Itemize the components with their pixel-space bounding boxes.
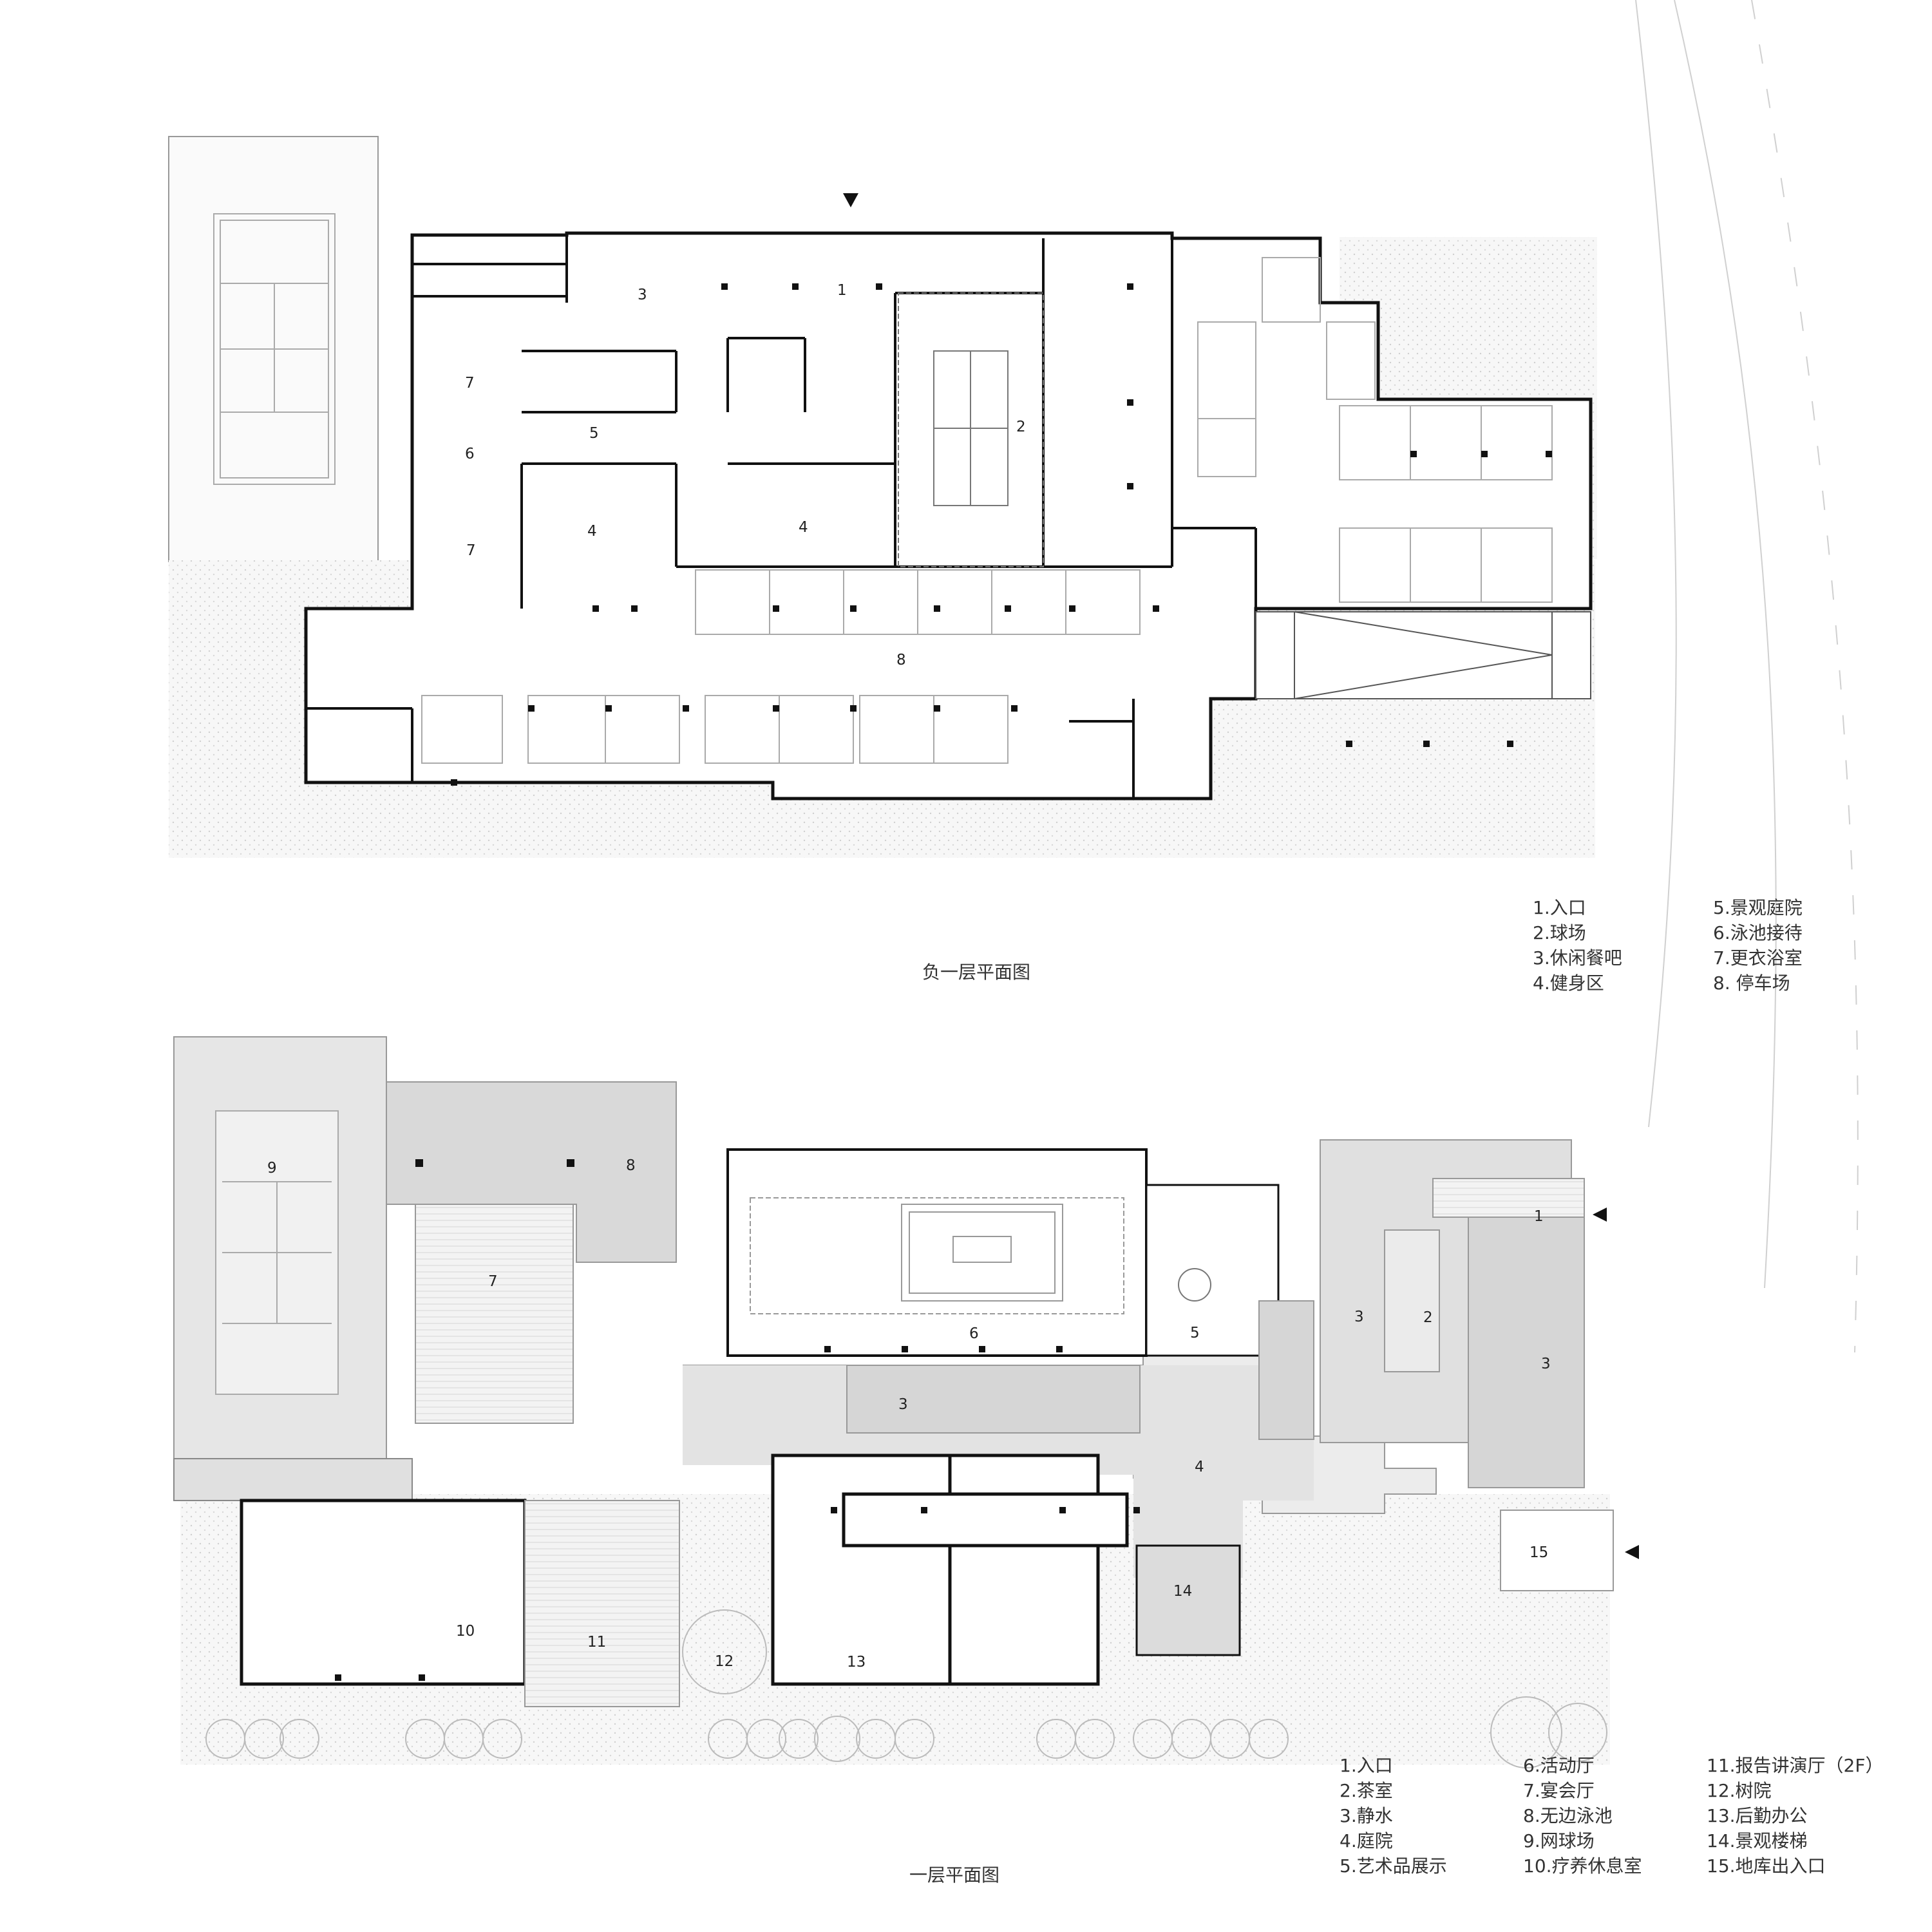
legend-item: 2.茶室	[1340, 1780, 1393, 1801]
basement-columns	[451, 283, 1552, 786]
tennis-court-basement	[213, 213, 336, 485]
still-water-3	[1468, 1217, 1585, 1488]
legend-item: 15.地库出入口	[1707, 1855, 1826, 1877]
room-number: 2	[1423, 1309, 1433, 1326]
landscape-stair	[1135, 1544, 1241, 1656]
banquet-hall	[415, 1204, 574, 1424]
basement-legend-col1: 1.入口 2.球场 3.休闲餐吧 4.健身区	[1533, 895, 1622, 996]
ground-legend-col1: 1.入口 2.茶室 3.静水 4.庭院 5.艺术品展示	[1340, 1753, 1447, 1879]
activity-hall	[726, 1148, 1148, 1357]
ground-entrance-arrow-icon	[1593, 1208, 1607, 1222]
basement-plan: 1 2 3 4 4 5 6 7 7 8	[168, 136, 1597, 858]
basement-ramp	[1255, 611, 1591, 699]
legend-item: 8. 停车场	[1713, 972, 1790, 994]
room-number: 11	[587, 1634, 606, 1651]
room-number: 9	[267, 1160, 277, 1177]
art-piece	[1178, 1268, 1211, 1302]
room-number: 3	[1354, 1309, 1364, 1325]
art-display-hall	[1145, 1184, 1280, 1357]
basement-walls	[306, 235, 1257, 799]
legend-item: 4.健身区	[1533, 972, 1604, 994]
legend-item: 8.无边泳池	[1523, 1805, 1613, 1826]
legend-item: 11.报告讲演厅（2F）	[1707, 1755, 1884, 1776]
garage-entrance-arrow-icon	[1625, 1545, 1639, 1559]
room-number: 8	[896, 652, 906, 668]
room-number: 13	[847, 1654, 866, 1671]
room-number: 10	[456, 1623, 475, 1640]
ground-walls	[240, 1454, 1129, 1686]
activity-hall-detail	[750, 1197, 1124, 1314]
legend-item: 14.景观楼梯	[1707, 1830, 1808, 1852]
ground-legend-col2: 6.活动厅 7.宴会厅 8.无边泳池 9.网球场 10.疗养休息室	[1523, 1753, 1642, 1879]
basement-legend-col2: 5.景观庭院 6.泳池接待 7.更衣浴室 8. 停车场	[1713, 895, 1803, 996]
room-number: 7	[488, 1273, 498, 1290]
basement-court	[898, 292, 1044, 567]
basement-plan-title: 负一层平面图	[922, 961, 1031, 983]
legend-item: 3.休闲餐吧	[1533, 947, 1622, 969]
room-number: 7	[465, 375, 475, 392]
room-number: 4	[799, 519, 808, 536]
legend-item: 5.艺术品展示	[1340, 1855, 1447, 1877]
room-number: 12	[715, 1653, 734, 1670]
room-number: 6	[465, 446, 475, 462]
legend-item: 1.入口	[1340, 1755, 1393, 1776]
legend-item: 2.球场	[1533, 922, 1586, 943]
room-number: 14	[1173, 1583, 1192, 1600]
room-number: 1	[1534, 1208, 1544, 1225]
trees	[205, 1696, 1607, 1768]
room-number: 4	[587, 523, 597, 540]
tennis-court-ground	[215, 1110, 339, 1395]
ground-room-numbers: 1 2 3 3 3 4 5 6 7 8 9 10 11 12 13 14 15	[267, 1157, 1551, 1671]
room-number: 7	[466, 542, 476, 559]
ground-plan-title: 一层平面图	[909, 1864, 1000, 1886]
room-number: 6	[969, 1325, 979, 1342]
legend-item: 7.宴会厅	[1523, 1780, 1595, 1801]
room-number: 8	[626, 1157, 636, 1174]
legend-item: 5.景观庭院	[1713, 897, 1803, 918]
legend-item: 4.庭院	[1340, 1830, 1393, 1852]
legend-item: 10.疗养休息室	[1523, 1855, 1642, 1877]
room-number: 5	[589, 425, 599, 442]
room-number: 4	[1195, 1459, 1204, 1475]
legend-item: 12.树院	[1707, 1780, 1772, 1801]
room-number: 3	[638, 287, 647, 303]
still-water-2	[1258, 1300, 1314, 1440]
tea-room	[1384, 1229, 1440, 1372]
room-number: 3	[898, 1396, 908, 1413]
room-number: 5	[1190, 1325, 1200, 1341]
room-number: 1	[837, 282, 847, 299]
entrance-stairs	[1432, 1178, 1585, 1218]
room-number: 2	[1016, 419, 1026, 435]
room-number: 3	[1541, 1356, 1551, 1372]
basement-entrance-arrow-icon	[843, 193, 858, 207]
garage-entrance	[1500, 1510, 1614, 1591]
basement-outline	[304, 231, 1593, 800]
basement-room-numbers: 1 2 3 4 4 5 6 7 7 8	[465, 282, 1026, 668]
report-hall	[524, 1500, 680, 1707]
legend-item: 6.泳池接待	[1713, 922, 1803, 943]
legend-item: 7.更衣浴室	[1713, 947, 1803, 969]
ground-columns	[335, 1159, 1140, 1681]
ground-legend-col3: 11.报告讲演厅（2F） 12.树院 13.后勤办公 14.景观楼梯 15.地库…	[1707, 1753, 1883, 1879]
legend-item: 9.网球场	[1523, 1830, 1595, 1852]
infinity-pool	[386, 1081, 677, 1263]
tennis-base-bar	[173, 1458, 413, 1501]
ground-plan: 1 2 3 3 3 4 5 6 7 8 9 10 11 12 13 14 15	[173, 1036, 1639, 1768]
still-water-1	[846, 1365, 1141, 1434]
legend-item: 1.入口	[1533, 897, 1586, 918]
legend-item: 6.活动厅	[1523, 1755, 1595, 1776]
road-curves	[1635, 0, 1859, 1353]
room-number: 15	[1530, 1544, 1548, 1561]
tree-courtyard	[682, 1609, 767, 1694]
legend-item: 3.静水	[1340, 1805, 1393, 1826]
basement-parking-stalls	[421, 257, 1553, 764]
legend-item: 13.后勤办公	[1707, 1805, 1808, 1826]
